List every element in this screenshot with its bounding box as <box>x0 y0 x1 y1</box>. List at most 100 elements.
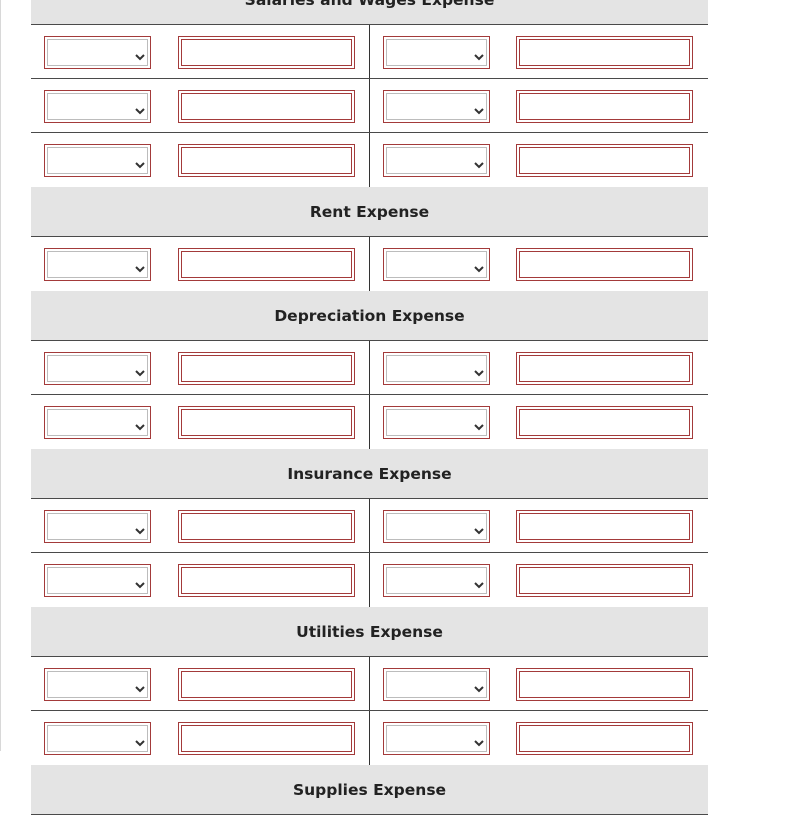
credit-amount-input-value <box>519 513 690 540</box>
debit-account-select[interactable] <box>44 668 151 701</box>
chevron-down-icon <box>135 732 145 747</box>
credit-account-select-value <box>386 513 487 540</box>
credit-account-select-value <box>386 147 487 174</box>
debit-account-select[interactable] <box>44 248 151 281</box>
debit-account-select-value <box>47 725 148 752</box>
account-title: Rent Expense <box>31 187 708 237</box>
debit-account-select-value <box>47 671 148 698</box>
credit-account-select[interactable] <box>383 564 490 597</box>
debit-account-select[interactable] <box>44 144 151 177</box>
account-title: Salaries and Wages Expense <box>31 0 708 25</box>
debit-amount-input[interactable] <box>178 668 355 701</box>
account-title: Insurance Expense <box>31 449 708 499</box>
debit-amount-input-value <box>181 409 352 436</box>
credit-amount-input-value <box>519 567 690 594</box>
debit-amount-input[interactable] <box>178 510 355 543</box>
debit-amount-input[interactable] <box>178 144 355 177</box>
t-account-row <box>31 657 708 711</box>
t-account-row <box>31 341 708 395</box>
credit-account-select[interactable] <box>383 352 490 385</box>
credit-account-select[interactable] <box>383 248 490 281</box>
credit-account-select-value <box>386 567 487 594</box>
credit-account-select-value <box>386 39 487 66</box>
debit-amount-input[interactable] <box>178 90 355 123</box>
debit-amount-input-value <box>181 39 352 66</box>
debit-account-select[interactable] <box>44 510 151 543</box>
credit-amount-input-value <box>519 39 690 66</box>
chevron-down-icon <box>474 46 484 61</box>
debit-account-select[interactable] <box>44 90 151 123</box>
credit-account-select[interactable] <box>383 668 490 701</box>
page-left-rule <box>0 0 1 751</box>
credit-account-select[interactable] <box>383 144 490 177</box>
debit-account-select[interactable] <box>44 564 151 597</box>
credit-account-select[interactable] <box>383 722 490 755</box>
t-account-row <box>31 395 708 449</box>
t-account-row <box>31 133 708 187</box>
debit-account-select-value <box>47 251 148 278</box>
chevron-down-icon <box>474 520 484 535</box>
account-title: Supplies Expense <box>31 765 708 815</box>
credit-account-select-value <box>386 671 487 698</box>
credit-amount-input[interactable] <box>516 144 693 177</box>
debit-amount-input[interactable] <box>178 36 355 69</box>
debit-amount-input[interactable] <box>178 722 355 755</box>
chevron-down-icon <box>135 362 145 377</box>
debit-account-select[interactable] <box>44 352 151 385</box>
credit-account-select[interactable] <box>383 406 490 439</box>
credit-amount-input[interactable] <box>516 722 693 755</box>
credit-amount-input-value <box>519 409 690 436</box>
debit-account-select-value <box>47 147 148 174</box>
debit-amount-input-value <box>181 567 352 594</box>
debit-account-select-value <box>47 39 148 66</box>
credit-account-select-value <box>386 93 487 120</box>
debit-amount-input-value <box>181 355 352 382</box>
credit-account-select-value <box>386 251 487 278</box>
credit-amount-input[interactable] <box>516 90 693 123</box>
account-title: Depreciation Expense <box>31 291 708 341</box>
credit-amount-input-value <box>519 93 690 120</box>
chevron-down-icon <box>135 574 145 589</box>
chevron-down-icon <box>474 154 484 169</box>
debit-amount-input-value <box>181 93 352 120</box>
chevron-down-icon <box>135 258 145 273</box>
chevron-down-icon <box>474 678 484 693</box>
credit-amount-input-value <box>519 147 690 174</box>
debit-amount-input[interactable] <box>178 352 355 385</box>
chevron-down-icon <box>474 100 484 115</box>
debit-account-select-value <box>47 513 148 540</box>
credit-account-select-value <box>386 725 487 752</box>
t-account-row <box>31 237 708 291</box>
credit-amount-input-value <box>519 251 690 278</box>
t-account-row <box>31 711 708 765</box>
debit-amount-input[interactable] <box>178 564 355 597</box>
t-account-row <box>31 79 708 133</box>
credit-amount-input[interactable] <box>516 564 693 597</box>
chevron-down-icon <box>135 46 145 61</box>
credit-amount-input-value <box>519 725 690 752</box>
credit-amount-input[interactable] <box>516 510 693 543</box>
debit-amount-input-value <box>181 671 352 698</box>
chevron-down-icon <box>474 416 484 431</box>
credit-account-select[interactable] <box>383 90 490 123</box>
credit-account-select[interactable] <box>383 36 490 69</box>
credit-amount-input[interactable] <box>516 248 693 281</box>
chevron-down-icon <box>135 154 145 169</box>
debit-account-select-value <box>47 409 148 436</box>
debit-account-select-value <box>47 93 148 120</box>
debit-account-select[interactable] <box>44 406 151 439</box>
credit-account-select-value <box>386 409 487 436</box>
credit-amount-input[interactable] <box>516 406 693 439</box>
credit-account-select[interactable] <box>383 510 490 543</box>
debit-account-select[interactable] <box>44 722 151 755</box>
credit-amount-input[interactable] <box>516 668 693 701</box>
credit-account-select-value <box>386 355 487 382</box>
debit-amount-input-value <box>181 725 352 752</box>
credit-amount-input[interactable] <box>516 352 693 385</box>
debit-amount-input[interactable] <box>178 406 355 439</box>
credit-amount-input[interactable] <box>516 36 693 69</box>
debit-account-select[interactable] <box>44 36 151 69</box>
t-account-ledger: Salaries and Wages ExpenseRent ExpenseDe… <box>31 0 708 815</box>
t-account-row <box>31 25 708 79</box>
debit-amount-input[interactable] <box>178 248 355 281</box>
